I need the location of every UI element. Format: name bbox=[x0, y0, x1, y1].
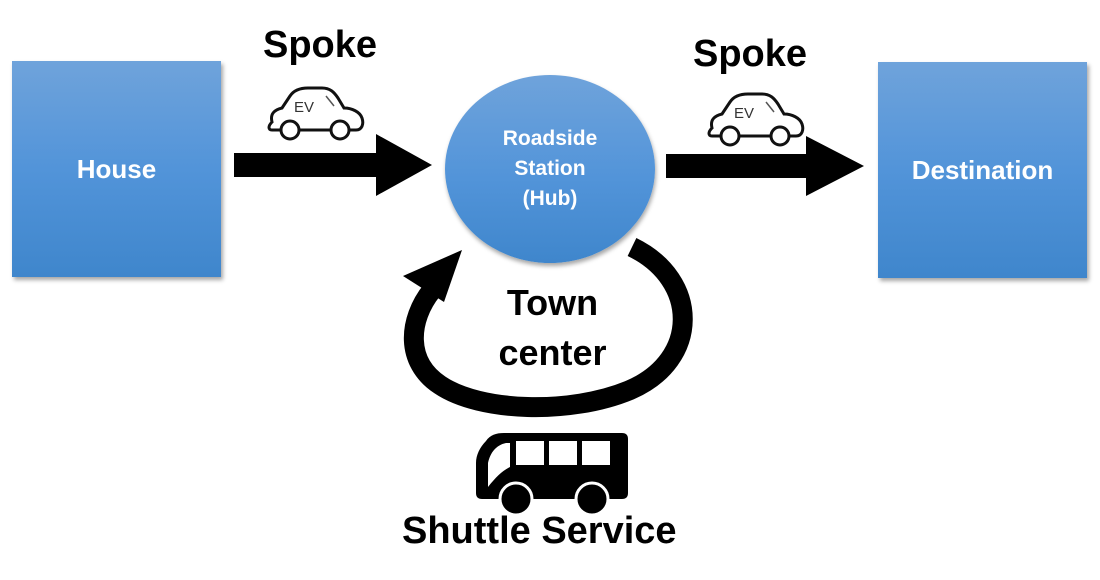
spoke-left-label: Spoke bbox=[263, 24, 378, 66]
bus-icon bbox=[476, 433, 628, 517]
ev-car-icon-right: EV bbox=[707, 92, 805, 147]
destination-label: Destination bbox=[911, 154, 1054, 185]
spoke-right-arrow bbox=[666, 136, 864, 196]
hub-label-line-3: (Hub) bbox=[522, 187, 578, 210]
ev-badge-left: EV bbox=[294, 99, 314, 116]
ev-badge-right: EV bbox=[734, 105, 754, 122]
spoke-right-label: Spoke bbox=[693, 33, 808, 75]
town-center-line-2: center bbox=[498, 332, 607, 373]
town-center-label: Town center bbox=[485, 278, 620, 378]
hub-label-line-2: Station bbox=[514, 157, 586, 180]
shuttle-service-label: Shuttle Service bbox=[402, 510, 677, 552]
hub-node: Roadside Station (Hub) bbox=[445, 75, 655, 263]
loop-arrow bbox=[403, 238, 693, 418]
house-node: House bbox=[12, 61, 221, 277]
spoke-left-arrow bbox=[234, 134, 432, 196]
hub-label-line-1: Roadside bbox=[502, 127, 598, 150]
destination-node: Destination bbox=[878, 62, 1087, 278]
ev-car-icon-left: EV bbox=[267, 86, 365, 141]
house-label: House bbox=[76, 153, 157, 184]
town-center-line-1: Town bbox=[506, 282, 599, 323]
